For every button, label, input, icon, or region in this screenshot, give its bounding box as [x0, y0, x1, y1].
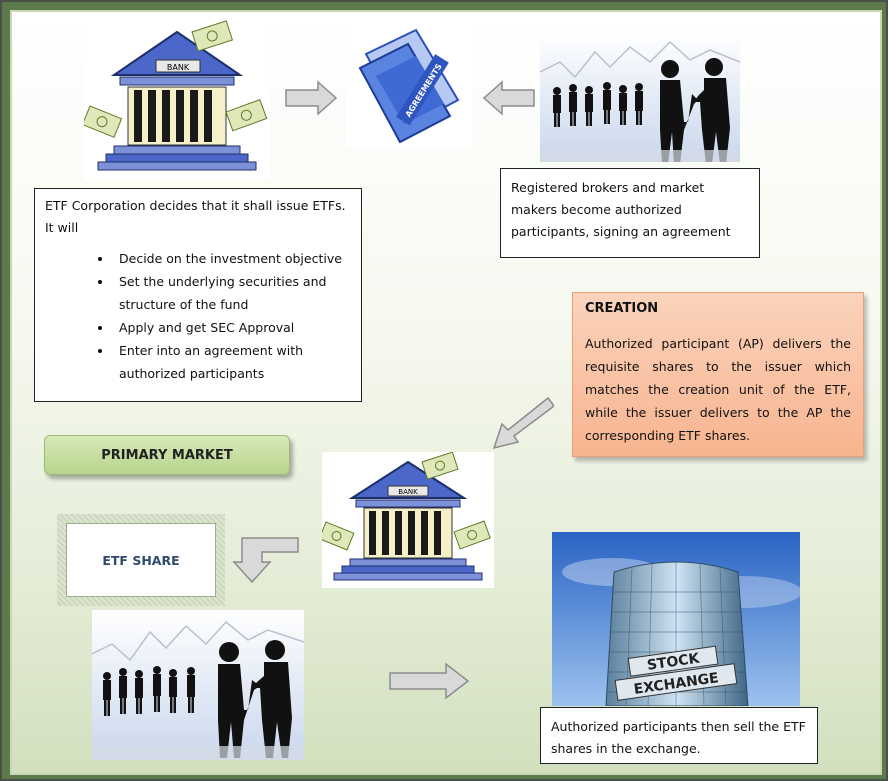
bank-illustration-bottom: BANK — [322, 452, 494, 588]
etf-share-certificate: ETF SHARE — [57, 514, 225, 606]
bank-sign-text: BANK — [167, 63, 190, 72]
bank-sign-text: BANK — [398, 488, 418, 496]
etf-corporation-intro: ETF Corporation decides that it shall is… — [45, 198, 346, 235]
creation-box: CREATION Authorized participant (AP) del… — [572, 292, 864, 457]
list-item: Enter into an agreement with authorized … — [113, 339, 351, 385]
brokers-text: Registered brokers and market makers bec… — [511, 180, 731, 239]
creation-title: CREATION — [585, 301, 659, 316]
etf-share-label: ETF SHARE — [66, 523, 216, 597]
primary-market-label: PRIMARY MARKET — [44, 435, 290, 475]
arrow-right-icon — [285, 80, 338, 116]
list-item: Set the underlying securities and struct… — [113, 270, 351, 316]
list-item: Apply and get SEC Approval — [113, 316, 351, 339]
list-item: Decide on the investment objective — [113, 247, 351, 270]
exchange-text: Authorized participants then sell the ET… — [551, 719, 806, 756]
diagram-canvas: BANK AGREEMENTS — [10, 10, 882, 775]
brokers-box: Registered brokers and market makers bec… — [500, 168, 760, 258]
bank-illustration-top: BANK — [84, 20, 270, 180]
stock-exchange-illustration: STOCK EXCHANGE — [552, 532, 800, 706]
arrow-bent-down-left-icon — [232, 537, 299, 584]
etf-corporation-box: ETF Corporation decides that it shall is… — [34, 188, 362, 402]
arrow-left-icon — [482, 80, 535, 116]
etf-corporation-bullets: Decide on the investment objective Set t… — [45, 247, 351, 385]
business-people-illustration-top — [540, 32, 740, 162]
creation-body: Authorized participant (AP) delivers the… — [585, 336, 851, 443]
business-people-illustration-bottom — [92, 610, 304, 760]
stock-sign-text: STOCK — [646, 650, 702, 673]
arrow-right-icon — [389, 662, 470, 700]
exchange-box: Authorized participants then sell the ET… — [540, 707, 818, 764]
arrow-down-left-icon — [492, 396, 554, 450]
agreements-folder-illustration: AGREEMENTS — [346, 24, 472, 148]
